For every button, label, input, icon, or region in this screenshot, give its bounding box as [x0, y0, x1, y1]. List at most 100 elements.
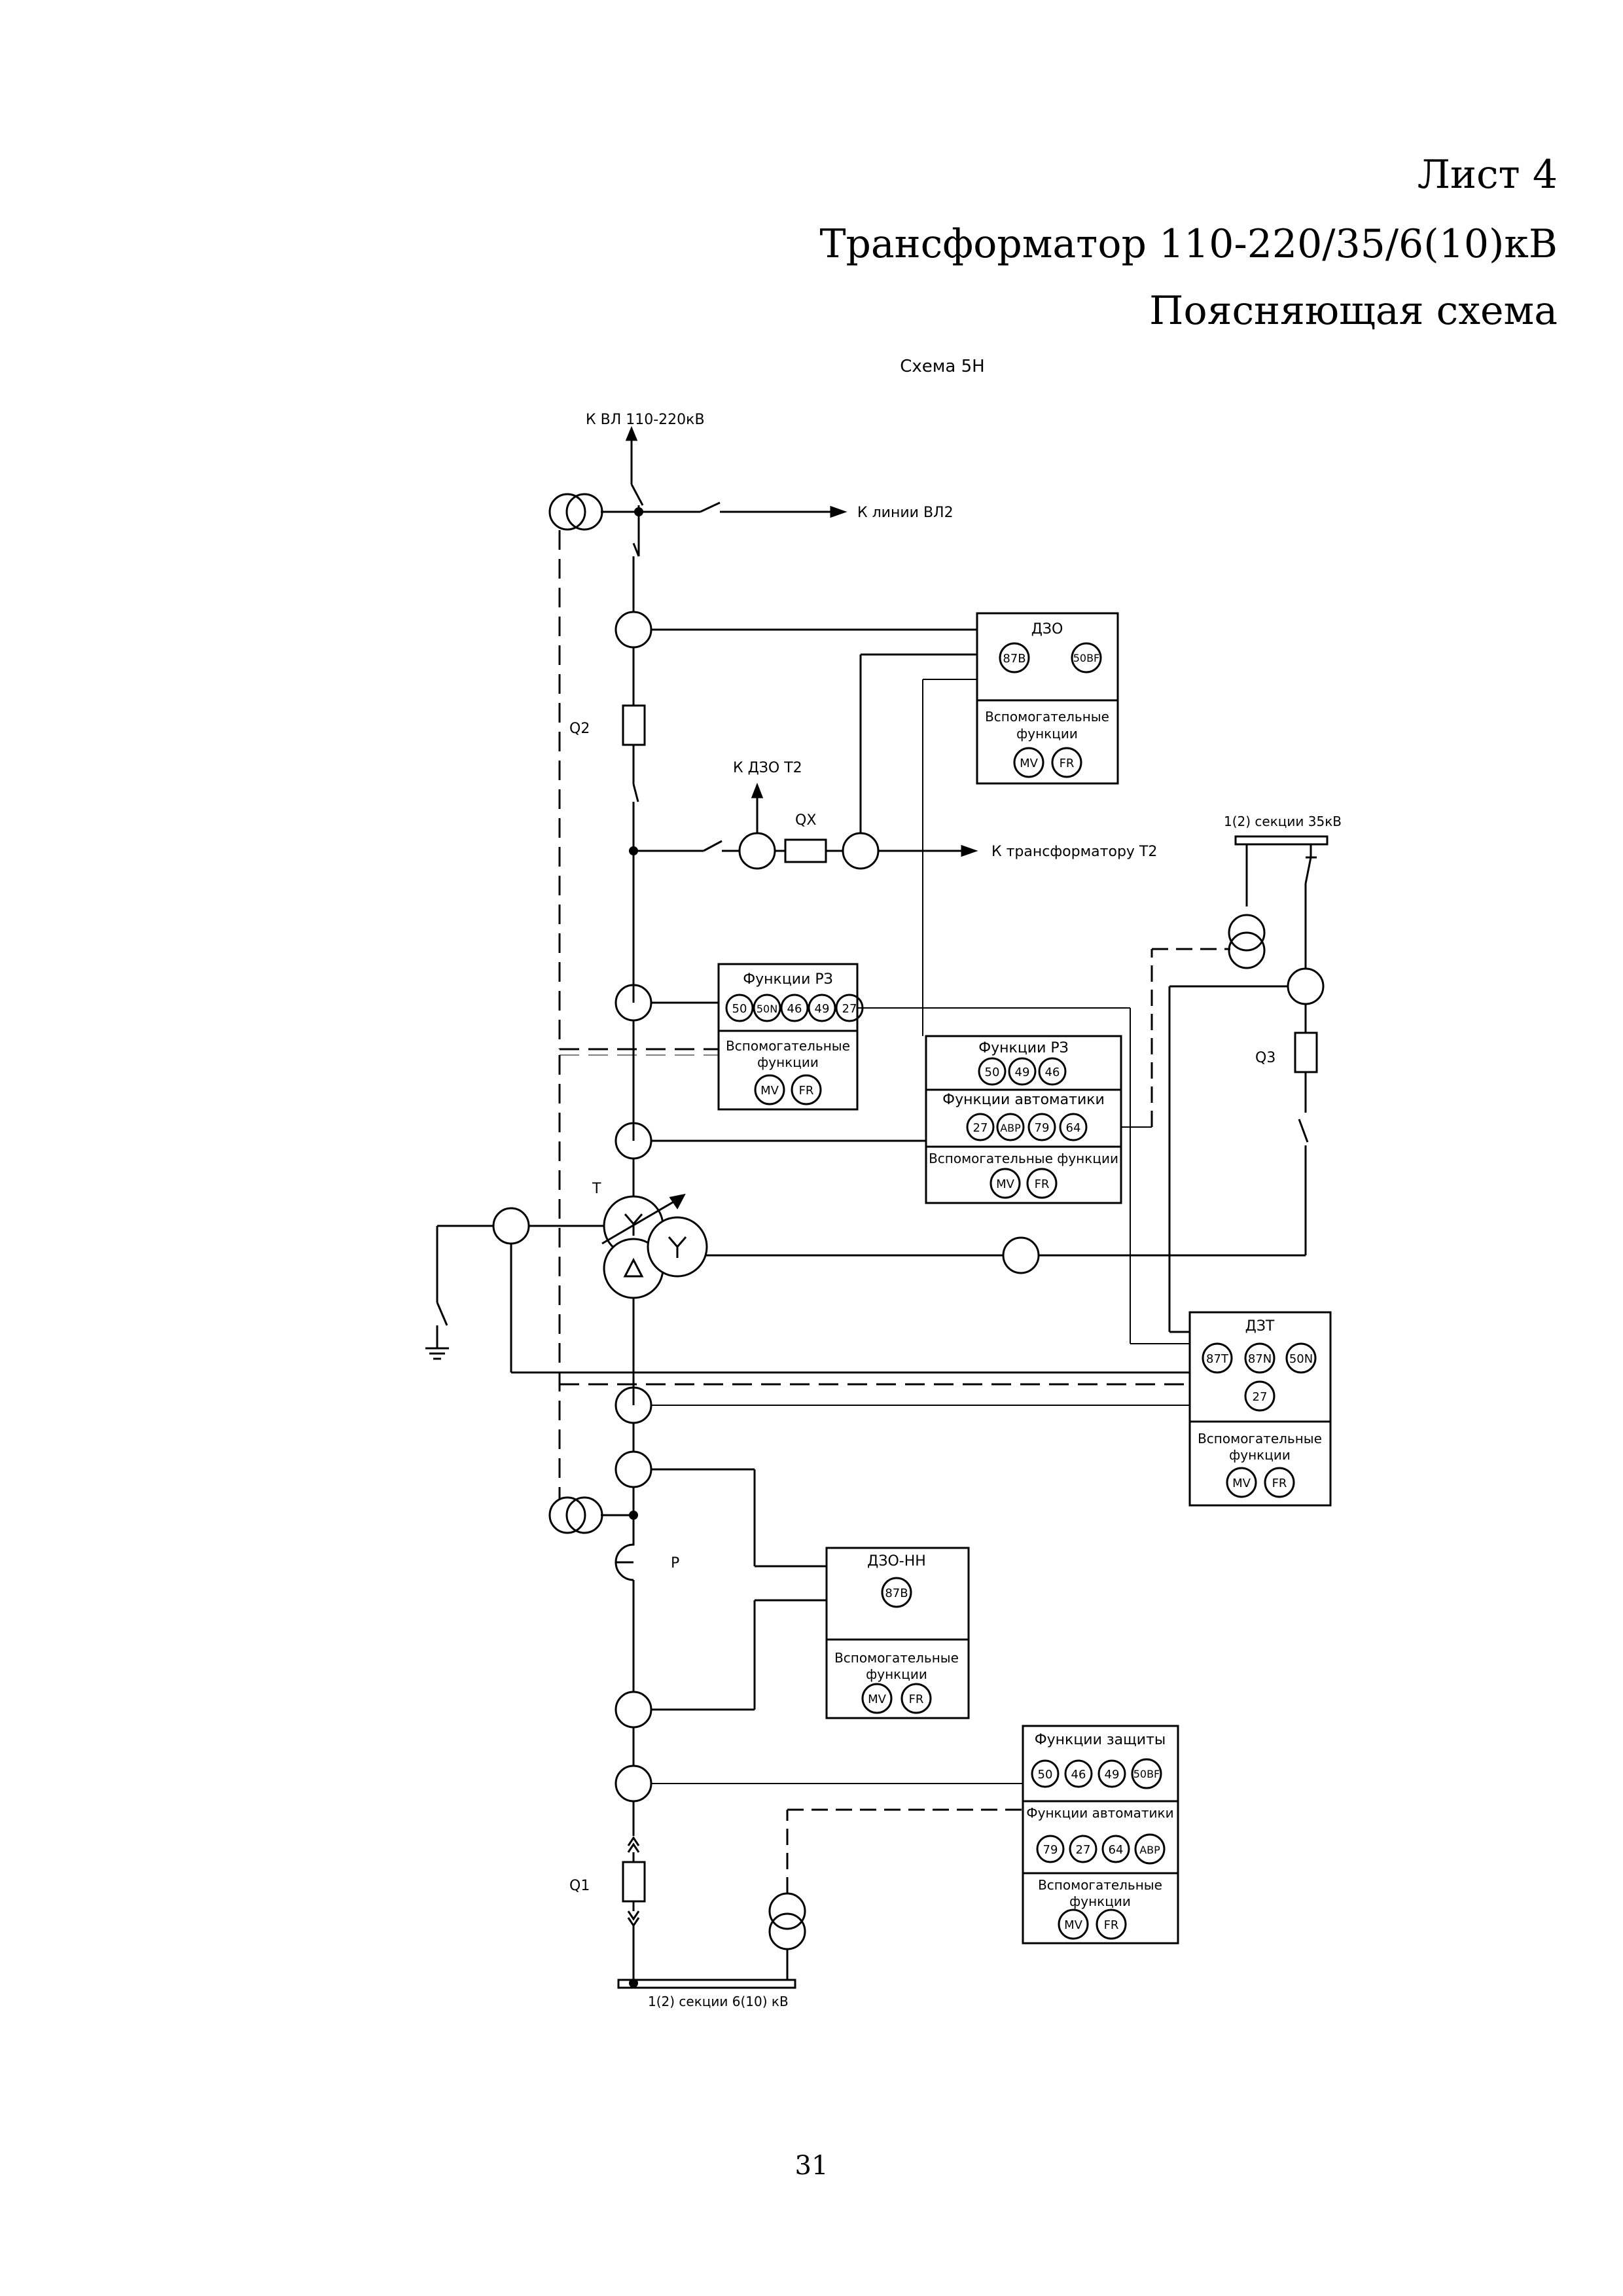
func-50bf — [1071, 642, 1102, 673]
current-transformer-icon — [615, 1691, 652, 1729]
line-vl2-label: К линии ВЛ2 — [857, 505, 954, 521]
func-49 — [1097, 1759, 1126, 1788]
func-label: 46 — [1071, 1768, 1086, 1782]
func-label: MV — [868, 1693, 887, 1706]
func-label: 49 — [815, 1002, 830, 1016]
func-27 — [1069, 1835, 1097, 1863]
regulator-arrow — [601, 1196, 681, 1245]
func-87b — [881, 1577, 912, 1608]
func-label: 87T — [1206, 1352, 1229, 1366]
func-label: MV — [1020, 757, 1039, 770]
func-label: 27 — [842, 1002, 857, 1016]
current-transformer-icon — [615, 611, 652, 649]
bus-35kv — [1234, 835, 1329, 846]
disconnector-switch — [630, 484, 644, 506]
arrow-right-icon — [830, 505, 847, 518]
current-transformer-icon — [738, 832, 776, 870]
func-label: 50 — [732, 1002, 747, 1016]
voltage-transformer-icon — [1228, 914, 1266, 952]
func-label: 79 — [1035, 1121, 1050, 1135]
func-mv — [990, 1168, 1021, 1199]
func-50n — [753, 994, 781, 1022]
bus6-label: 1(2) секции 6(10) кВ — [648, 1994, 789, 2009]
aux-title: Вспомогательные — [1198, 1431, 1322, 1446]
qx-label: QX — [795, 812, 816, 829]
func-label: 87B — [885, 1587, 908, 1600]
func-fr — [1096, 1909, 1127, 1940]
func-avr — [1134, 1833, 1166, 1865]
func-mv — [1058, 1909, 1089, 1940]
dzt-title: ДЗТ — [1245, 1318, 1275, 1335]
func-label: 27 — [1253, 1390, 1268, 1404]
dzonn-title: ДЗО-НН — [867, 1553, 926, 1570]
func-label: 46 — [1045, 1066, 1060, 1079]
aux-title: функции — [1069, 1893, 1131, 1909]
func-46 — [1038, 1057, 1067, 1086]
arrow-up-icon — [751, 782, 764, 798]
rz2-block — [925, 1035, 1122, 1204]
func-49 — [808, 994, 836, 1022]
func-label: MV — [760, 1084, 779, 1098]
func-label: FR — [1060, 757, 1075, 770]
func-27 — [966, 1113, 995, 1141]
func-fr — [1051, 747, 1082, 778]
func-avr — [996, 1113, 1025, 1141]
current-transformer-icon — [492, 1207, 530, 1245]
rz2-aux-title: Вспомогательные функции — [929, 1151, 1118, 1166]
func-fr — [1026, 1168, 1058, 1199]
aux-title: функции — [1016, 726, 1078, 742]
document-title: Трансформатор 110-220/35/6(10)кВ — [819, 221, 1558, 267]
scheme-title: Схема 5Н — [900, 357, 984, 376]
func-87n — [1244, 1342, 1275, 1374]
func-50 — [978, 1057, 1007, 1086]
func-mv — [754, 1074, 785, 1105]
rz1-block — [717, 963, 859, 1111]
func-46 — [780, 994, 809, 1022]
p-label: P — [671, 1555, 679, 1571]
breaker-q3 — [1294, 1031, 1318, 1073]
func-label: 27 — [1076, 1843, 1091, 1857]
dzo-t2-label: К ДЗО Т2 — [733, 760, 802, 776]
func-label: MV — [996, 1177, 1015, 1191]
current-transformer-icon — [615, 1450, 652, 1488]
func-mv — [1013, 747, 1044, 778]
func-label: 49 — [1015, 1066, 1030, 1079]
aux-title: функции — [757, 1054, 819, 1070]
func-label: АВР — [1139, 1844, 1160, 1856]
q1-label: Q1 — [569, 1878, 590, 1894]
func-79 — [1027, 1113, 1056, 1141]
func-label: 79 — [1043, 1843, 1058, 1857]
func-label: 27 — [973, 1121, 988, 1135]
to-t2-label: К трансформатору Т2 — [991, 844, 1157, 860]
func-label: FR — [1104, 1918, 1119, 1932]
func-fr — [901, 1683, 932, 1714]
aux-title: Вспомогательные — [985, 709, 1109, 725]
func-46 — [1064, 1759, 1093, 1788]
rz1-title: Функции РЗ — [743, 971, 833, 988]
bus35-label: 1(2) секции 35кВ — [1224, 814, 1342, 829]
func-label: АВР — [1000, 1122, 1021, 1134]
dzo-block — [976, 612, 1119, 785]
dzt-block — [1188, 1311, 1332, 1507]
breaker-q2 — [622, 704, 646, 746]
rz2-title: Функции РЗ — [978, 1040, 1069, 1056]
document-subtitle: Поясняющая схема — [1149, 288, 1558, 334]
func-label: 50N — [1289, 1352, 1313, 1366]
func-87t — [1202, 1342, 1233, 1374]
func-49 — [1008, 1057, 1037, 1086]
aux-title: Вспомогательные — [1038, 1877, 1162, 1893]
delta-symbol — [623, 1257, 644, 1278]
func-label: FR — [1035, 1177, 1050, 1191]
func-label: 64 — [1066, 1121, 1081, 1135]
func-label: 50 — [985, 1066, 1000, 1079]
func-50bf — [1131, 1758, 1162, 1789]
func-label: 87B — [1003, 652, 1026, 666]
aux-title: Вспомогательные — [834, 1650, 959, 1666]
func-fr — [1264, 1467, 1295, 1498]
func-87b — [999, 642, 1030, 673]
current-transformer-icon — [1002, 1236, 1040, 1274]
protection-auto-title: Функции автоматики — [1026, 1805, 1173, 1821]
aux-title: функции — [1229, 1447, 1291, 1463]
